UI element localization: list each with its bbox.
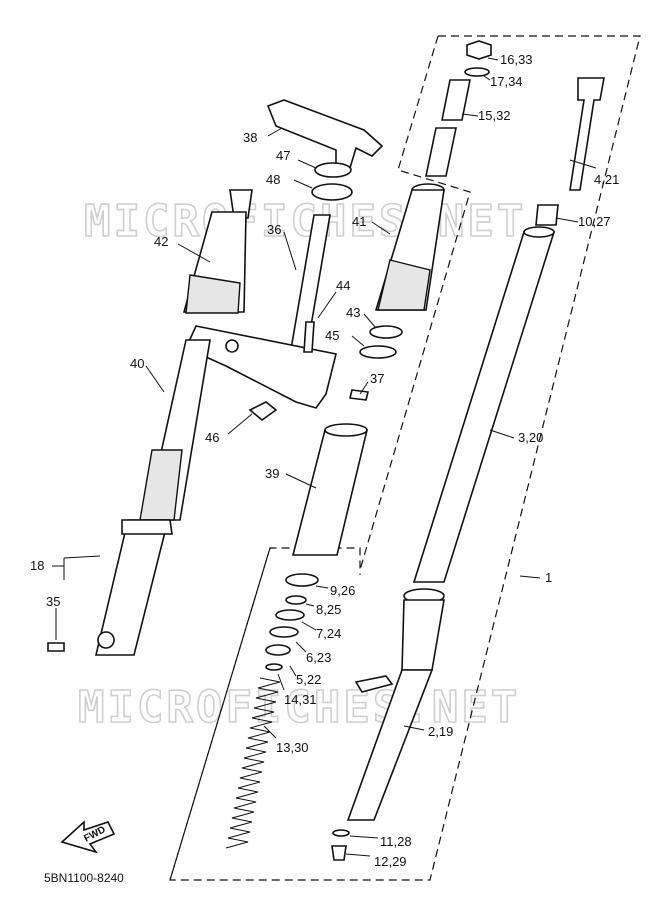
bushing-5-icon <box>265 644 291 656</box>
clip-icon <box>285 595 307 605</box>
callout-4-21: 4,21 <box>594 172 619 187</box>
watermark-bottom: MICROFICHES.NET <box>78 682 520 733</box>
left-upper-cover-shade-icon <box>185 274 241 314</box>
callout-8-25: 8,25 <box>316 602 341 617</box>
oil-lock-piece-icon <box>535 204 559 226</box>
callout-46: 46 <box>205 430 219 445</box>
o-ring-icon <box>464 67 490 77</box>
callout-12-29: 12,29 <box>374 854 407 869</box>
cap-bolt-icon <box>466 40 492 60</box>
left-cap-bolt-icon <box>229 189 253 219</box>
ring-nut-icon <box>369 325 403 339</box>
callout-41: 41 <box>352 214 366 229</box>
axle-hole-icon <box>97 631 115 649</box>
inner-tube-top-icon <box>523 226 555 238</box>
callout-7-24: 7,24 <box>316 626 341 641</box>
outer-assembly-boundary <box>169 35 641 881</box>
callout-35: 35 <box>46 594 60 609</box>
caliper-mount-icon <box>354 675 394 693</box>
callout-36: 36 <box>267 222 281 237</box>
callout-11-28: 11,28 <box>380 834 412 849</box>
upper-sleeve-boundary <box>359 35 471 571</box>
lower-cover-icon <box>291 429 369 556</box>
callout-48: 48 <box>266 172 280 187</box>
callout-9-26: 9,26 <box>330 583 355 598</box>
callout-47: 47 <box>276 148 290 163</box>
callout-13-30: 13,30 <box>276 740 309 755</box>
fwd-arrow-icon <box>60 820 116 854</box>
callout-2-19: 2,19 <box>428 724 453 739</box>
bushing-6-icon <box>269 626 299 638</box>
spacer-lower-icon <box>425 127 457 177</box>
bolt-35-icon <box>47 642 65 652</box>
callout-42: 42 <box>154 234 168 249</box>
bearing-icon <box>311 183 353 201</box>
left-lower-boundary <box>169 547 271 881</box>
nut-46-icon <box>248 401 278 422</box>
outer-tube-icon <box>346 669 434 821</box>
washer-icon <box>332 829 350 837</box>
bracket-and-bearings <box>266 99 403 359</box>
callout-16-33: 16,33 <box>500 52 533 67</box>
callout-6-23: 6,23 <box>306 650 331 665</box>
fork-spring-icon <box>225 677 281 849</box>
callout-5-22: 5,22 <box>296 672 321 687</box>
left-fork-leg <box>47 189 253 656</box>
spring-stack <box>225 573 319 849</box>
inner-tube-assembly <box>412 40 605 583</box>
upper-cover-shade-icon <box>377 259 431 311</box>
callout-3-20: 3,20 <box>518 430 543 445</box>
washer-7-icon <box>275 609 305 621</box>
callout-14-31: 14,31 <box>284 692 317 707</box>
left-lower-cover-shade-icon <box>139 449 183 521</box>
bracket-hole-icon <box>225 339 239 353</box>
spacer-upper-icon <box>441 79 471 121</box>
outer-tube-head-icon <box>401 599 445 671</box>
callout-10-27: 10,27 <box>578 214 611 229</box>
callout-40: 40 <box>130 356 144 371</box>
callout-1: 1 <box>545 570 552 585</box>
damper-rod-icon <box>569 77 605 191</box>
drawing-code: 5BN1100-8240 <box>44 871 124 885</box>
callout-17-34: 17,34 <box>490 74 523 89</box>
drain-bolt-icon <box>331 845 347 861</box>
inner-tube-icon <box>412 231 556 583</box>
watermark-top: MICROFICHES.NET <box>84 196 526 247</box>
left-caliper-mount-icon <box>121 519 173 535</box>
bracket-icon <box>266 99 384 169</box>
bearing-race-icon <box>314 162 352 178</box>
pinch-bolt-icon <box>303 321 315 353</box>
lower-cover-top-icon <box>324 423 368 437</box>
callout-43: 43 <box>346 305 360 320</box>
callout-18: 18 <box>30 558 44 573</box>
callout-44: 44 <box>336 278 350 293</box>
callout-45: 45 <box>325 328 339 343</box>
washer-45-icon <box>359 345 397 359</box>
callout-labels: 16,33 17,34 15,32 4,21 10,27 38 47 48 41… <box>30 52 619 869</box>
callout-37: 37 <box>370 371 384 386</box>
piston-ring-icon <box>265 663 283 671</box>
leader-lines <box>52 57 597 857</box>
outer-tube-assembly <box>331 588 445 861</box>
callout-38: 38 <box>243 130 257 145</box>
oil-seal-icon <box>285 573 319 587</box>
callout-39: 39 <box>265 466 279 481</box>
forward-direction-arrow: FWD <box>60 820 116 854</box>
callout-15-32: 15,32 <box>478 108 511 123</box>
bolt-37-icon <box>349 389 369 401</box>
cover-parts <box>291 183 445 556</box>
